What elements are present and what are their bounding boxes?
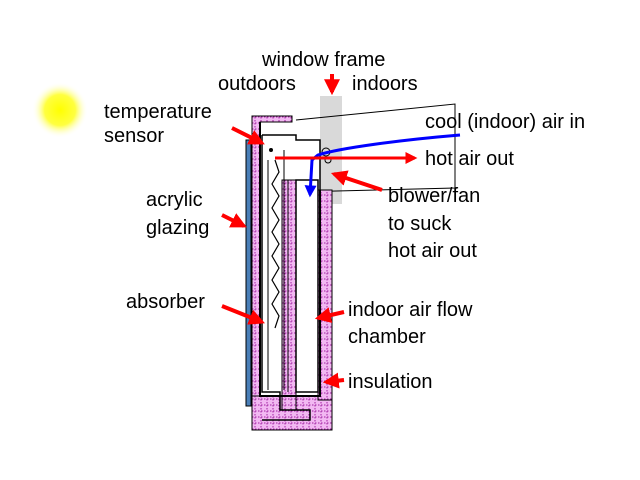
cool-air-in-flow (304, 133, 461, 198)
label-temperature-sensor-line2: sensor (104, 125, 164, 147)
sun-icon (32, 82, 88, 138)
inner-casing (259, 122, 321, 397)
label-acrylic-glazing-line1: acrylic (146, 189, 203, 211)
label-blower-fan-line2: to suck (388, 213, 452, 235)
label-acrylic-glazing-line2: glazing (146, 217, 209, 239)
absorber (271, 159, 280, 329)
label-window-frame: window frame (261, 49, 385, 71)
label-blower-fan-line1: blower/fan (388, 185, 480, 207)
indoor-air-flow-chamber (295, 179, 319, 393)
acrylic-glazing (245, 139, 252, 407)
absorber-supports (267, 150, 285, 390)
temperature-sensor (269, 148, 273, 152)
label-temperature-sensor-line1: temperature (104, 101, 212, 123)
indoor-box-outline (295, 103, 456, 193)
label-indoor-air-flow-chamber-line1: indoor air flow (348, 299, 473, 321)
label-insulation: insulation (348, 371, 433, 393)
label-indoors: indoors (352, 73, 418, 95)
label-blower-fan-line3: hot air out (388, 240, 477, 262)
label-hot-air-out: hot air out (425, 148, 514, 170)
label-absorber: absorber (126, 291, 205, 313)
insulation-shell (251, 115, 333, 431)
label-indoor-air-flow-chamber-line2: chamber (348, 326, 426, 348)
pointer-arrows (221, 74, 383, 389)
label-cool-air-in: cool (indoor) air in (425, 111, 585, 133)
label-outdoors: outdoors (218, 73, 296, 95)
air-channel-outline (261, 135, 311, 421)
